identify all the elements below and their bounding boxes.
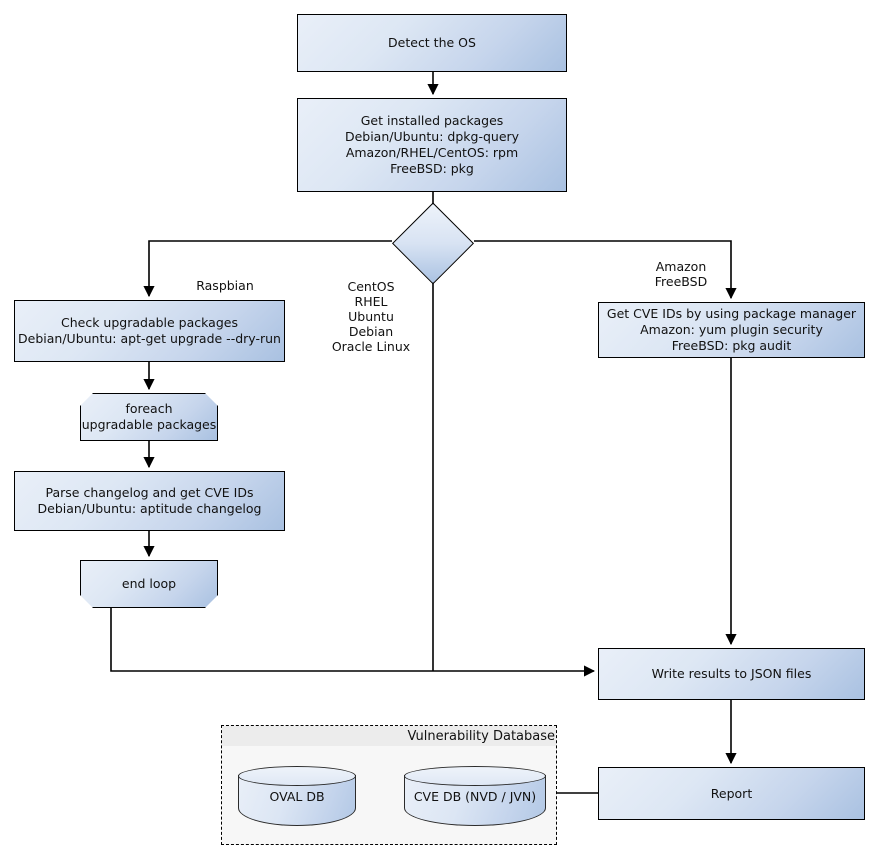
node-write-results-label: Write results to JSON files — [651, 666, 812, 681]
node-end-loop[interactable]: end loop — [80, 560, 218, 608]
node-write-results[interactable]: Write results to JSON files — [598, 648, 865, 700]
node-detect-os[interactable]: Detect the OS — [297, 14, 567, 72]
db-cve-top — [404, 766, 546, 786]
edge-label-amazon-freebsd: Amazon FreeBSD — [654, 259, 708, 289]
node-get-cve-ids-label: Get CVE IDs by using package manager Ama… — [606, 306, 857, 353]
group-vulnerability-database-header: Vulnerability Database — [222, 726, 556, 746]
node-foreach-loop-start-label: foreach upgradable packages — [81, 401, 217, 432]
db-oval[interactable]: OVAL DB — [238, 766, 356, 826]
node-get-installed-packages[interactable]: Get installed packages Debian/Ubuntu: dp… — [297, 98, 567, 192]
db-oval-label: OVAL DB — [269, 788, 325, 804]
node-detect-os-label: Detect the OS — [388, 35, 476, 50]
node-end-loop-label: end loop — [121, 576, 177, 591]
node-get-installed-packages-label: Get installed packages Debian/Ubuntu: dp… — [344, 113, 520, 176]
node-report[interactable]: Report — [598, 767, 865, 820]
node-report-label: Report — [710, 785, 753, 801]
node-check-upgradable-packages-label: Check upgradable packages Debian/Ubuntu:… — [18, 315, 281, 346]
node-foreach-loop-start[interactable]: foreach upgradable packages — [80, 393, 218, 441]
group-vulnerability-database-title: Vulnerability Database — [407, 728, 555, 744]
node-parse-changelog-label: Parse changelog and get CVE IDs Debian/U… — [37, 485, 262, 516]
db-cve[interactable]: CVE DB (NVD / JVN) — [404, 766, 546, 826]
group-vulnerability-database: Vulnerability Database OVAL DB CVE DB (N… — [221, 725, 557, 845]
node-check-upgradable-packages[interactable]: Check upgradable packages Debian/Ubuntu:… — [14, 300, 285, 362]
db-cve-label: CVE DB (NVD / JVN) — [413, 788, 537, 804]
node-parse-changelog[interactable]: Parse changelog and get CVE IDs Debian/U… — [14, 471, 285, 531]
edge-label-raspbian: Raspbian — [196, 278, 254, 293]
node-get-cve-ids[interactable]: Get CVE IDs by using package manager Ama… — [598, 302, 865, 358]
db-oval-top — [238, 766, 356, 786]
edge-label-center-distros: CentOS RHEL Ubuntu Debian Oracle Linux — [331, 279, 411, 354]
